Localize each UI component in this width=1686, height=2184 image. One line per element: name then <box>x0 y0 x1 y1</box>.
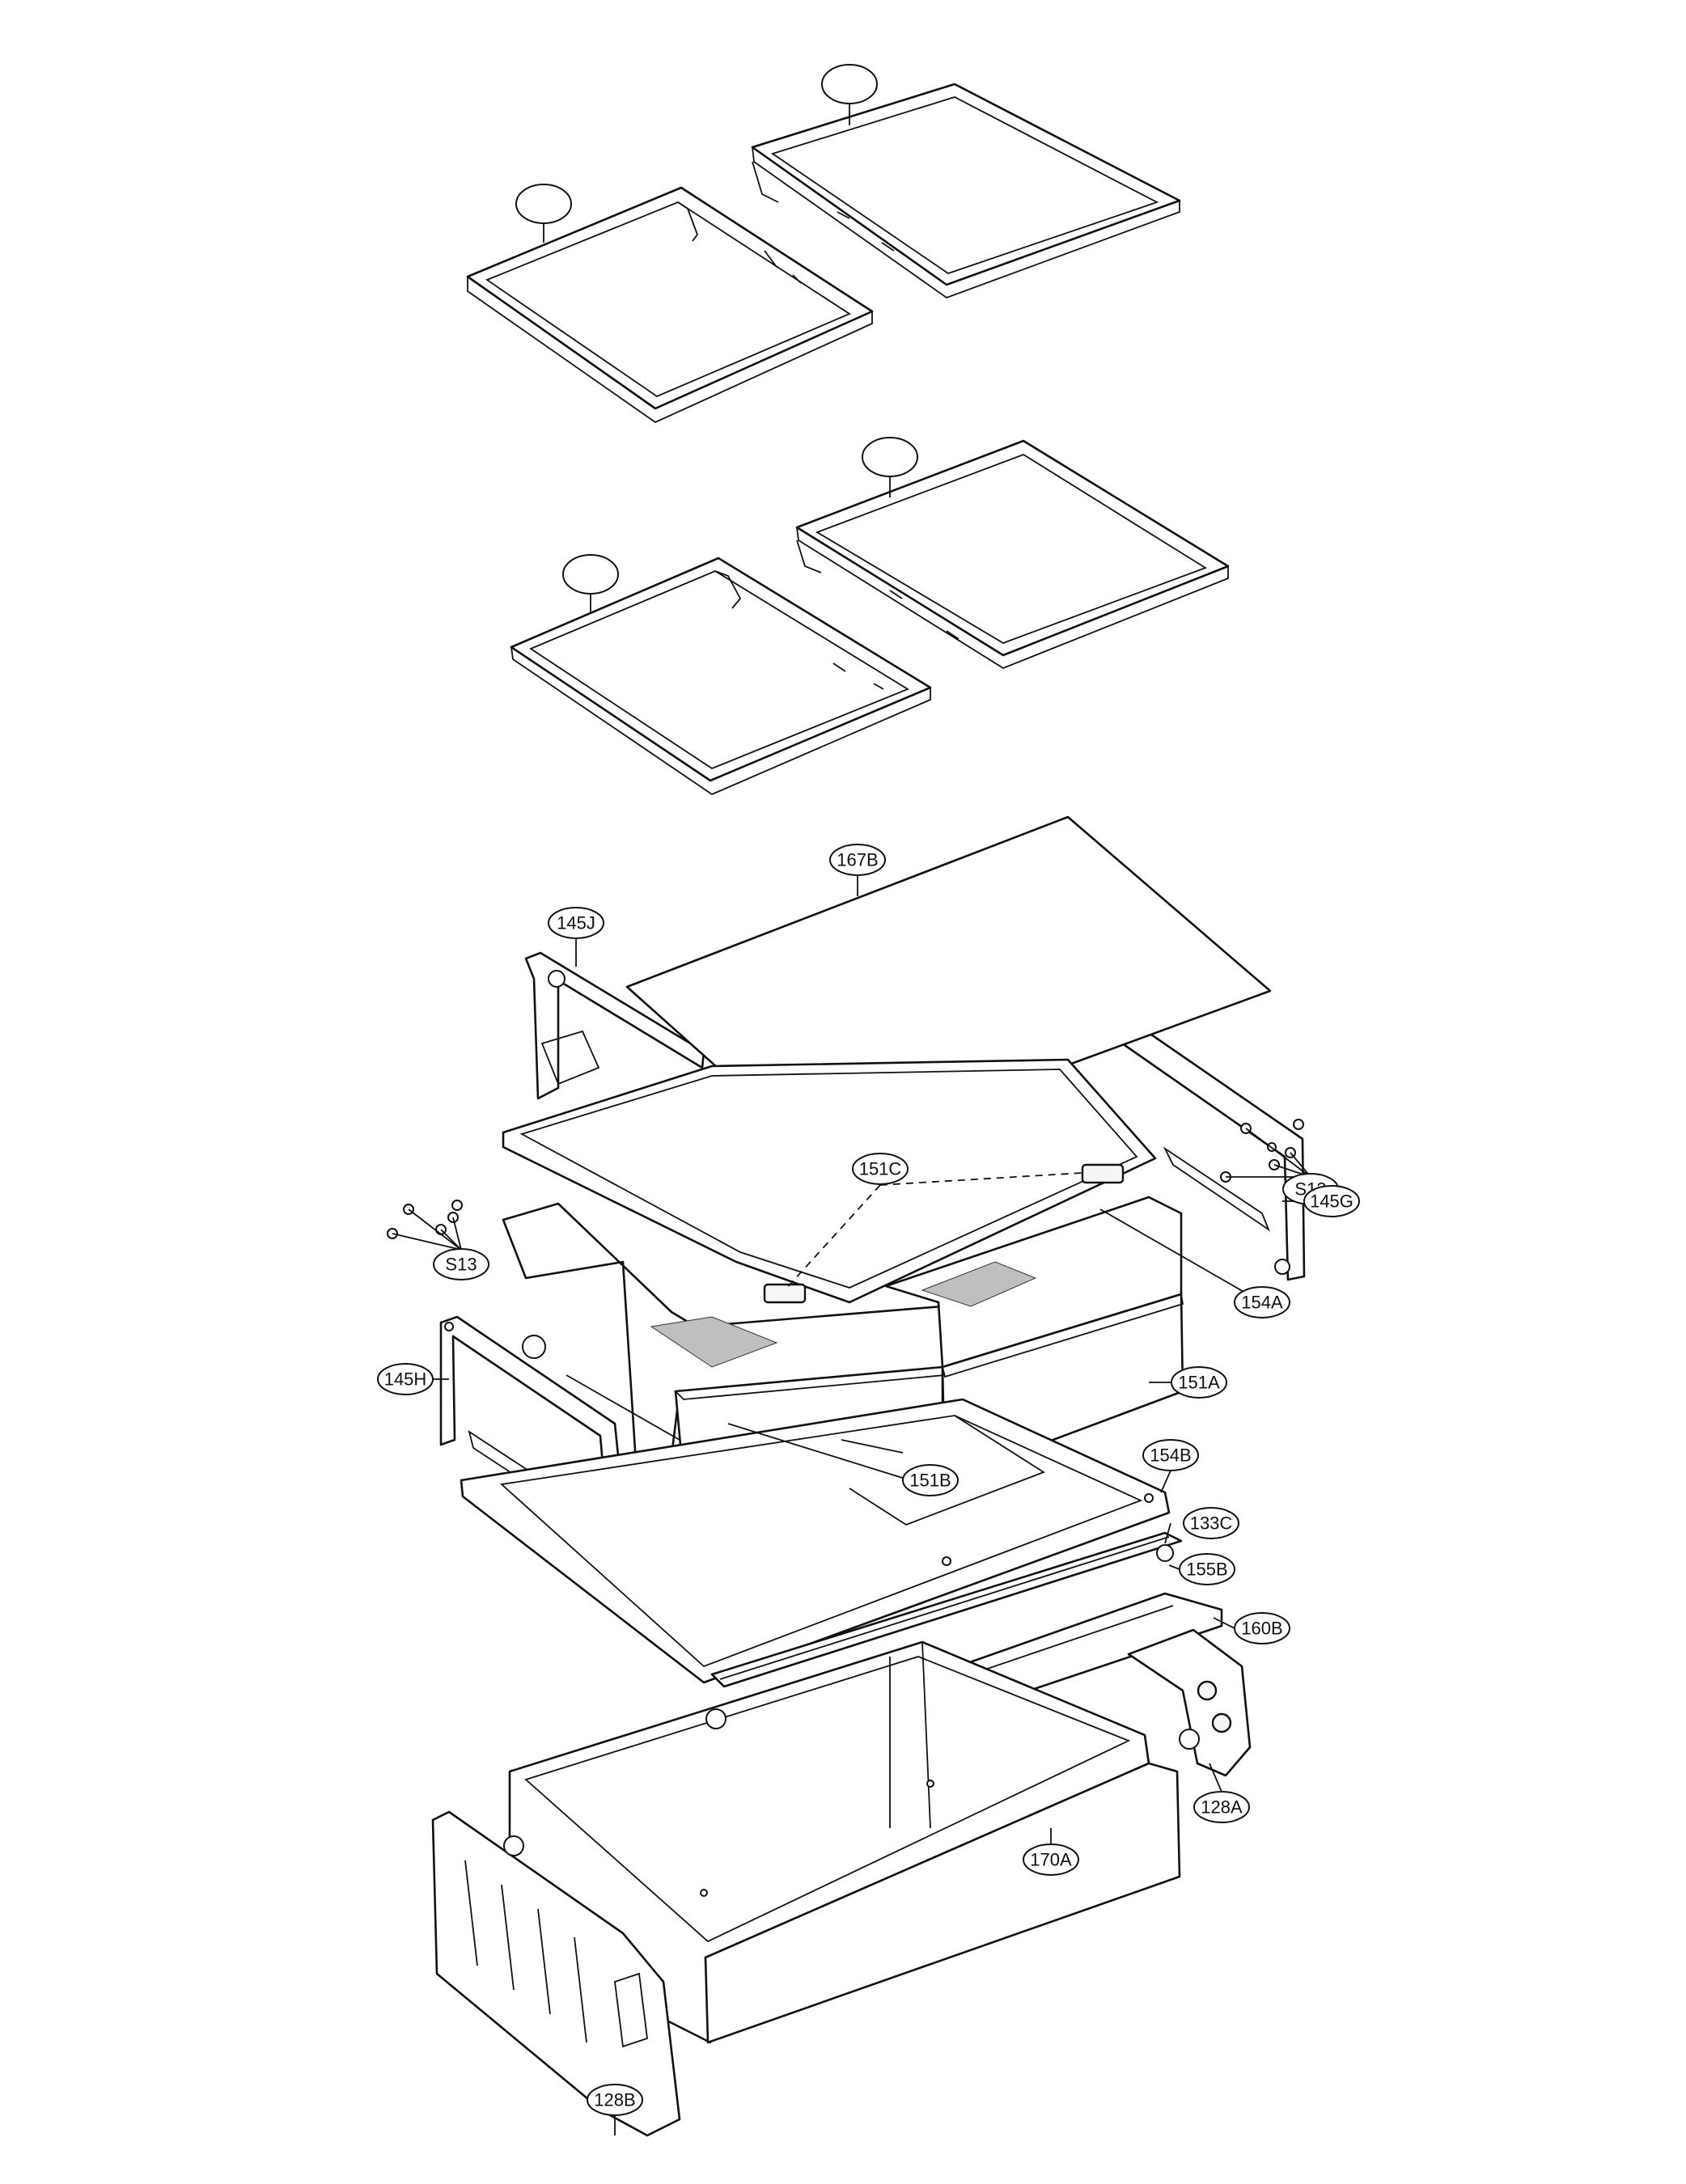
callout-128A: 128A <box>1193 1791 1250 1823</box>
callout-128B: 128B <box>587 2084 643 2116</box>
screws-s13-right <box>1220 1119 1311 1183</box>
shelf-top-left-callout <box>515 184 572 243</box>
side-rail-145J <box>524 951 705 1100</box>
callout-160B: 160B <box>1234 1612 1290 1644</box>
callout-154B-label: 154B <box>1150 1445 1191 1466</box>
callout-151C-label: 151C <box>859 1159 902 1179</box>
callout-s13-left-label: S13 <box>445 1255 477 1275</box>
callout-128B-label: 128B <box>594 2090 635 2110</box>
callout-145H: 145H <box>377 1363 434 1395</box>
callout-145H-label: 145H <box>384 1369 427 1390</box>
callout-154A: 154A <box>1234 1286 1290 1318</box>
callout-133C-label: 133C <box>1190 1513 1233 1534</box>
callout-170A-label: 170A <box>1030 1850 1072 1870</box>
callout-145J: 145J <box>548 907 604 939</box>
shelf-middle-left <box>510 557 932 796</box>
callout-151A-label: 151A <box>1178 1373 1220 1393</box>
callout-151C: 151C <box>852 1153 909 1185</box>
shelf-middle-right-callout <box>862 437 918 497</box>
base-plate-154B <box>460 1398 1171 1684</box>
stopper-128A <box>1127 1628 1252 1777</box>
shelf-middle-left-callout <box>562 554 619 613</box>
callout-170A: 170A <box>1023 1843 1079 1876</box>
shelf-top-left <box>466 186 874 424</box>
shelf-middle-right <box>795 439 1230 670</box>
shelf-top-right <box>751 83 1181 299</box>
callout-151B-label: 151B <box>909 1471 951 1491</box>
callout-160B-label: 160B <box>1241 1619 1282 1639</box>
callout-167B: 167B <box>829 844 886 876</box>
callout-145J-label: 145J <box>557 913 595 933</box>
side-rail-145G <box>1121 1026 1306 1281</box>
callout-128A-label: 128A <box>1201 1797 1243 1818</box>
callout-154B: 154B <box>1142 1439 1199 1471</box>
shelf-top-right-callout <box>821 64 878 125</box>
screws-s13-left <box>387 1200 463 1251</box>
callout-133C: 133C <box>1183 1507 1239 1539</box>
callout-154A-label: 154A <box>1241 1293 1283 1313</box>
slide-rail-155B <box>710 1531 1183 1688</box>
callout-167B-label: 167B <box>837 850 878 870</box>
callout-145G-label: 145G <box>1310 1191 1353 1212</box>
callout-145G: 145G <box>1303 1185 1360 1217</box>
callout-155B-label: 155B <box>1186 1560 1227 1580</box>
callout-151B: 151B <box>902 1464 959 1496</box>
crisper-drawer-170A <box>508 1640 1181 2044</box>
callout-155B: 155B <box>1179 1553 1235 1585</box>
crisper-lid-frame <box>502 1058 1157 1304</box>
callout-151A: 151A <box>1171 1366 1227 1399</box>
leader-lines <box>433 875 1304 2135</box>
callout-s13-left: S13 <box>433 1248 489 1280</box>
